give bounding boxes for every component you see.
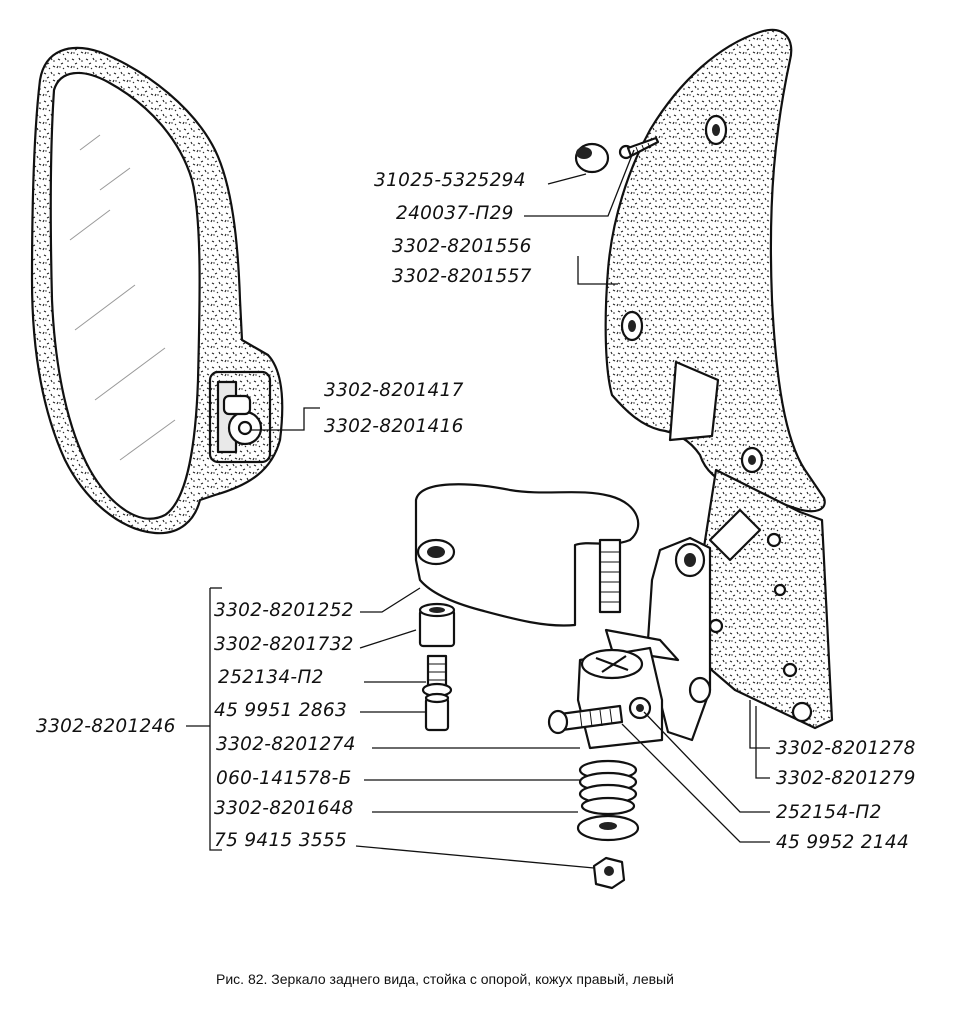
bolt-252154 <box>547 696 652 735</box>
label-45-9951-2863: 45 9951 2863 <box>214 700 347 721</box>
label-31025-5325294: 31025-5325294 <box>374 170 526 191</box>
spring <box>578 759 638 816</box>
mirror-base-plate <box>698 468 834 730</box>
label-3302-8201417: 3302-8201417 <box>324 380 464 401</box>
figure-caption: Рис. 82. Зеркало заднего вида, стойка с … <box>216 971 674 987</box>
rear-view-mirror <box>30 46 284 535</box>
label-252134-p2: 252134-П2 <box>218 667 324 688</box>
nut <box>592 856 626 890</box>
label-060-141578-b: 060-141578-Б <box>216 768 352 789</box>
mirror-arm-clamp <box>414 483 640 627</box>
label-3302-8201732: 3302-8201732 <box>214 634 354 655</box>
label-3302-8201246: 3302-8201246 <box>36 716 176 737</box>
cap-and-screw <box>574 136 660 174</box>
label-3302-8201252: 3302-8201252 <box>214 600 354 621</box>
label-45-9952-2144: 45 9952 2144 <box>776 832 909 853</box>
label-75-9415-3555: 75 9415 3555 <box>214 830 347 851</box>
label-3302-8201556: 3302-8201556 <box>392 236 532 257</box>
label-3302-8201648: 3302-8201648 <box>214 798 354 819</box>
label-3302-8201557: 3302-8201557 <box>392 266 532 287</box>
label-3302-8201279: 3302-8201279 <box>776 768 916 789</box>
bushing <box>418 602 456 648</box>
label-252154-p2: 252154-П2 <box>776 802 882 823</box>
bolt-459951 <box>424 692 450 732</box>
washer <box>576 814 640 842</box>
mirror-bracket-cover <box>604 28 826 513</box>
label-240037-p29: 240037-П29 <box>396 203 514 224</box>
part-number-labels: 31025-5325294 240037-П29 3302-8201556 33… <box>36 170 916 853</box>
label-3302-8201274: 3302-8201274 <box>216 734 356 755</box>
bolt-252134 <box>421 654 453 698</box>
label-3302-8201278: 3302-8201278 <box>776 738 916 759</box>
leader-lines <box>186 149 770 869</box>
label-3302-8201416: 3302-8201416 <box>324 416 464 437</box>
